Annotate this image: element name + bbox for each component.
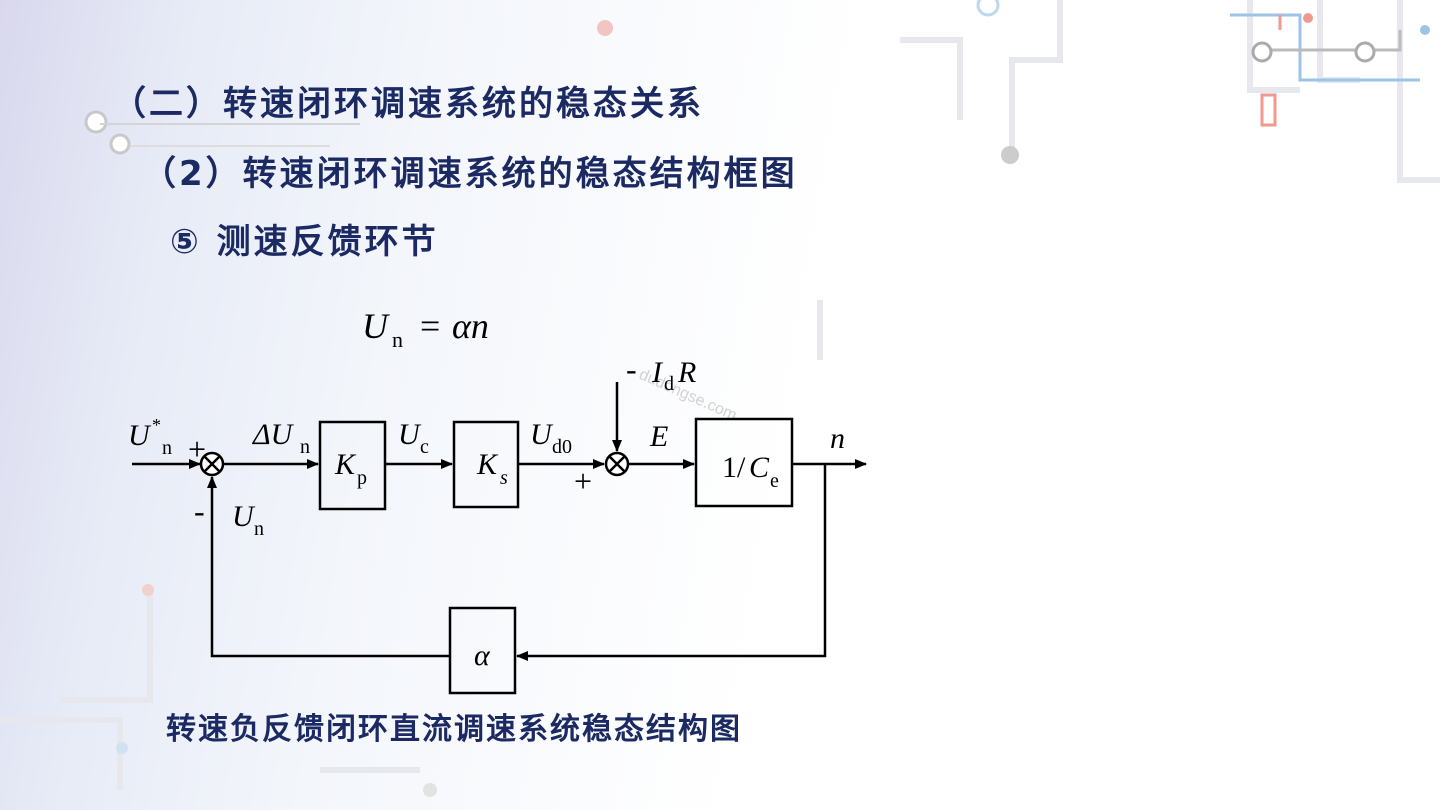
summing-junction-2 — [604, 451, 630, 477]
equation-lhs-sub: n — [392, 327, 403, 352]
feedback-path-right — [516, 464, 827, 661]
sum2-plus: + — [574, 463, 592, 499]
input-label-sup: * — [152, 415, 161, 435]
uc-label: U — [398, 418, 422, 451]
equation-op: = — [420, 306, 440, 346]
equation-lhs: U — [362, 306, 390, 346]
kp-label-sub: p — [357, 467, 367, 489]
feedback-path-left — [207, 476, 450, 658]
section-title: （二）转速闭环调速系统的稳态关系 — [112, 84, 704, 124]
input-label: U — [128, 419, 152, 452]
equation-rhs: αn — [452, 306, 489, 346]
sum1-plus: + — [188, 431, 206, 467]
subsection-title: （2）转速闭环调速系统的稳态结构框图 — [142, 154, 798, 194]
output-label: n — [830, 422, 845, 455]
ks-label-sub: s — [500, 467, 508, 489]
feedback-label-sub: n — [254, 518, 264, 540]
block-1-over-ce — [694, 417, 794, 508]
kp-label: K — [334, 448, 357, 481]
disturbance-label-tail: R — [677, 356, 696, 389]
disturbance-minus: - — [626, 351, 637, 387]
summing-junction-1 — [199, 451, 225, 477]
ud0-label-sub: d0 — [552, 436, 572, 458]
block-alpha — [448, 606, 517, 695]
error-label-sub: n — [300, 436, 310, 458]
feedback-equation: U n = αn — [362, 306, 489, 352]
e-label: E — [649, 420, 668, 453]
disturbance-label-sub: d — [664, 373, 674, 395]
error-label: ΔU — [252, 418, 295, 451]
ce-label-prefix: 1/ — [722, 451, 746, 484]
input-label-sub: n — [162, 437, 172, 459]
uc-label-sub: c — [420, 436, 429, 458]
disturbance-label: I — [651, 356, 664, 389]
ce-label: C — [749, 451, 770, 484]
diagram-caption: 转速负反馈闭环直流调速系统稳态结构图 — [166, 712, 742, 747]
block-ks — [452, 420, 520, 509]
block-kp — [318, 420, 387, 511]
alpha-label: α — [474, 639, 491, 672]
feedback-label: U — [232, 500, 256, 533]
ks-label: K — [476, 448, 499, 481]
ud0-label: U — [530, 418, 554, 451]
sum1-minus: - — [194, 493, 205, 529]
ce-label-sub: e — [770, 470, 779, 492]
item-title: ⑤ 测速反馈环节 — [170, 222, 439, 262]
